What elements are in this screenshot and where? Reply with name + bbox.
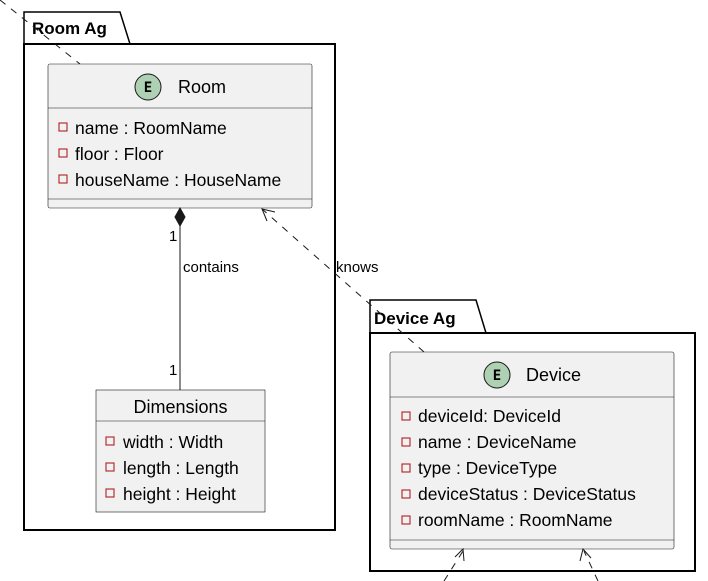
dependency-line xyxy=(443,550,464,581)
entity-spot-icon xyxy=(134,73,162,101)
open-arrowhead-icon xyxy=(579,547,592,562)
class-attribute: length : Length xyxy=(123,458,239,478)
source-multiplicity: 1 xyxy=(169,228,177,245)
private-visibility-icon xyxy=(401,489,411,499)
open-arrowhead-icon xyxy=(261,208,276,222)
dependency-line xyxy=(583,550,599,581)
private-visibility-icon xyxy=(401,411,411,421)
entity-spot-letter: E xyxy=(144,80,152,96)
class-box xyxy=(389,351,675,550)
private-visibility-icon xyxy=(105,436,115,446)
package-title: Room Ag xyxy=(32,19,107,38)
class-room: E Room name : RoomName floor : Floor hou… xyxy=(47,63,313,209)
class-box xyxy=(95,389,266,513)
open-arrowhead-icon xyxy=(454,547,465,562)
private-visibility-icon xyxy=(58,174,68,184)
private-visibility-icon xyxy=(58,122,68,132)
class-dimensions: Dimensions width : Width length : Length… xyxy=(95,389,266,513)
private-visibility-icon xyxy=(401,437,411,447)
relation-contains: 1 contains 1 xyxy=(169,206,239,390)
target-multiplicity: 1 xyxy=(169,362,177,379)
class-device: E Device deviceId: DeviceId name : Devic… xyxy=(389,351,675,550)
class-attribute: floor : Floor xyxy=(75,144,164,164)
relation-knows: knows xyxy=(261,208,425,353)
incoming-dependency-line xyxy=(0,0,81,65)
class-attribute: name : DeviceName xyxy=(418,432,577,452)
package-title: Device Ag xyxy=(374,309,456,328)
class-attribute: deviceStatus : DeviceStatus xyxy=(418,484,636,504)
entity-spot-letter: E xyxy=(493,368,501,384)
composition-diamond-icon xyxy=(174,206,186,228)
relation-label: knows xyxy=(336,259,379,276)
class-attribute: roomName : RoomName xyxy=(418,510,613,530)
class-attribute: houseName : HouseName xyxy=(75,170,281,190)
relation-label: contains xyxy=(183,259,239,276)
class-attribute: height : Height xyxy=(123,484,236,504)
private-visibility-icon xyxy=(401,515,411,525)
class-name: Device xyxy=(526,365,581,385)
private-visibility-icon xyxy=(105,462,115,472)
class-attribute: width : Width xyxy=(122,432,223,452)
class-attribute: type : DeviceType xyxy=(418,458,557,478)
incoming-dependencies-device xyxy=(443,547,599,581)
entity-spot-icon xyxy=(483,361,511,389)
private-visibility-icon xyxy=(58,148,68,158)
class-attribute: name : RoomName xyxy=(75,118,227,138)
class-name: Room xyxy=(178,77,226,97)
private-visibility-icon xyxy=(105,488,115,498)
class-name: Dimensions xyxy=(133,397,227,417)
class-attribute: deviceId: DeviceId xyxy=(418,406,561,426)
private-visibility-icon xyxy=(401,463,411,473)
